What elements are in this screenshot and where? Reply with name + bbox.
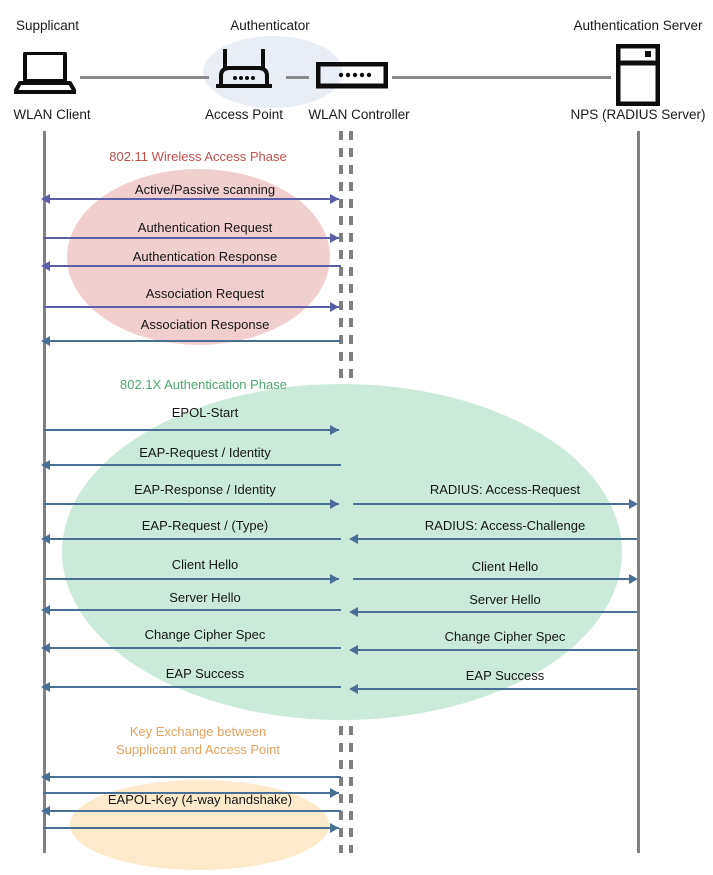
- message-label: Server Hello: [169, 590, 241, 605]
- message-label: Association Response: [140, 317, 270, 332]
- message-label: EAP-Request / (Type): [141, 518, 269, 533]
- message-line: [49, 198, 339, 200]
- message-line: [353, 578, 630, 580]
- message-label: Client Hello: [171, 557, 239, 572]
- message-label: Client Hello: [471, 559, 539, 574]
- node-label-nps-radius-server: NPS (RADIUS Server): [570, 107, 706, 122]
- arrow-right-icon: [330, 788, 339, 798]
- role-title-supplicant: Supplicant: [15, 18, 80, 33]
- message-label: Authentication Response: [132, 249, 278, 264]
- message-line: [49, 776, 341, 778]
- role-title-authentication-server: Authentication Server: [573, 18, 703, 33]
- lifeline-authentication-server: [637, 131, 640, 853]
- phase-title-key-exchange-line2: Supplicant and Access Point: [115, 742, 281, 757]
- lifeline-supplicant: [43, 131, 46, 853]
- phase-title-wireless-access: 802.11 Wireless Access Phase: [109, 149, 287, 164]
- arrow-left-icon: [41, 772, 50, 782]
- node-label-wlan-client: WLAN Client: [13, 107, 91, 122]
- message-line: [353, 503, 630, 505]
- message-line: [43, 237, 339, 239]
- message-label: Server Hello: [469, 592, 541, 607]
- arrow-left-icon: [41, 460, 50, 470]
- message-line: [43, 306, 339, 308]
- node-label-access-point: Access Point: [204, 107, 284, 122]
- role-title-authenticator: Authenticator: [230, 18, 310, 33]
- arrow-right-icon: [330, 823, 339, 833]
- link-controller-to-server: [392, 76, 611, 79]
- message-line: [43, 503, 339, 505]
- node-label-wlan-controller: WLAN Controller: [308, 107, 410, 122]
- message-line: [357, 688, 637, 690]
- message-line: [49, 340, 341, 342]
- phase-ellipse-dot1x-authentication: [62, 384, 622, 720]
- arrow-right-icon: [330, 499, 339, 509]
- message-line: [43, 578, 339, 580]
- message-label: EAP-Response / Identity: [134, 482, 276, 497]
- arrow-right-icon: [629, 574, 638, 584]
- message-line: [357, 649, 637, 651]
- message-line: [49, 538, 341, 540]
- message-line: [357, 611, 637, 613]
- message-label: EAP Success: [165, 666, 245, 681]
- arrow-right-icon: [330, 574, 339, 584]
- server-icon: [616, 44, 660, 106]
- arrow-left-icon: [41, 605, 50, 615]
- arrow-left-icon: [349, 607, 358, 617]
- arrow-right-icon: [330, 233, 339, 243]
- message-label: EAP-Request / Identity: [139, 445, 271, 460]
- link-ap-to-controller: [286, 76, 309, 79]
- phase-ellipse-key-exchange: [70, 780, 329, 870]
- message-label: Association Request: [145, 286, 265, 301]
- arrow-left-icon: [41, 682, 50, 692]
- wlan-controller-icon: [316, 62, 388, 90]
- message-label: RADIUS: Access-Request: [429, 482, 581, 497]
- message-line: [49, 810, 341, 812]
- message-label: Change Cipher Spec: [144, 627, 266, 642]
- arrow-right-icon: [330, 302, 339, 312]
- message-label: EAPOL-Key (4-way handshake): [107, 792, 293, 807]
- arrow-left-icon: [349, 684, 358, 694]
- arrow-left-icon: [41, 261, 50, 271]
- arrow-left-icon: [41, 194, 50, 204]
- arrow-left-icon: [41, 806, 50, 816]
- message-line: [357, 538, 637, 540]
- arrow-left-icon: [349, 534, 358, 544]
- arrow-right-icon: [330, 425, 339, 435]
- arrow-left-icon: [41, 534, 50, 544]
- laptop-icon: [14, 52, 76, 94]
- message-label: RADIUS: Access-Challenge: [424, 518, 586, 533]
- message-line: [43, 792, 339, 794]
- message-label: Change Cipher Spec: [444, 629, 566, 644]
- message-line: [43, 429, 339, 431]
- arrow-left-icon: [349, 645, 358, 655]
- message-line: [49, 686, 341, 688]
- phase-title-key-exchange-line1: Key Exchange between: [129, 724, 267, 739]
- message-line: [49, 265, 341, 267]
- message-line: [43, 827, 339, 829]
- arrow-right-icon: [629, 499, 638, 509]
- arrow-left-icon: [41, 643, 50, 653]
- link-client-to-ap: [80, 76, 209, 79]
- message-label: EPOL-Start: [171, 405, 239, 420]
- arrow-right-icon: [330, 194, 339, 204]
- message-label: EAP Success: [465, 668, 545, 683]
- arrow-left-icon: [41, 336, 50, 346]
- access-point-icon: [214, 48, 274, 94]
- message-line: [49, 647, 341, 649]
- message-line: [49, 609, 341, 611]
- phase-title-dot1x-authentication: 802.1X Authentication Phase: [120, 377, 287, 392]
- message-line: [49, 464, 341, 466]
- message-label: Authentication Request: [137, 220, 273, 235]
- message-label: Active/Passive scanning: [134, 182, 276, 197]
